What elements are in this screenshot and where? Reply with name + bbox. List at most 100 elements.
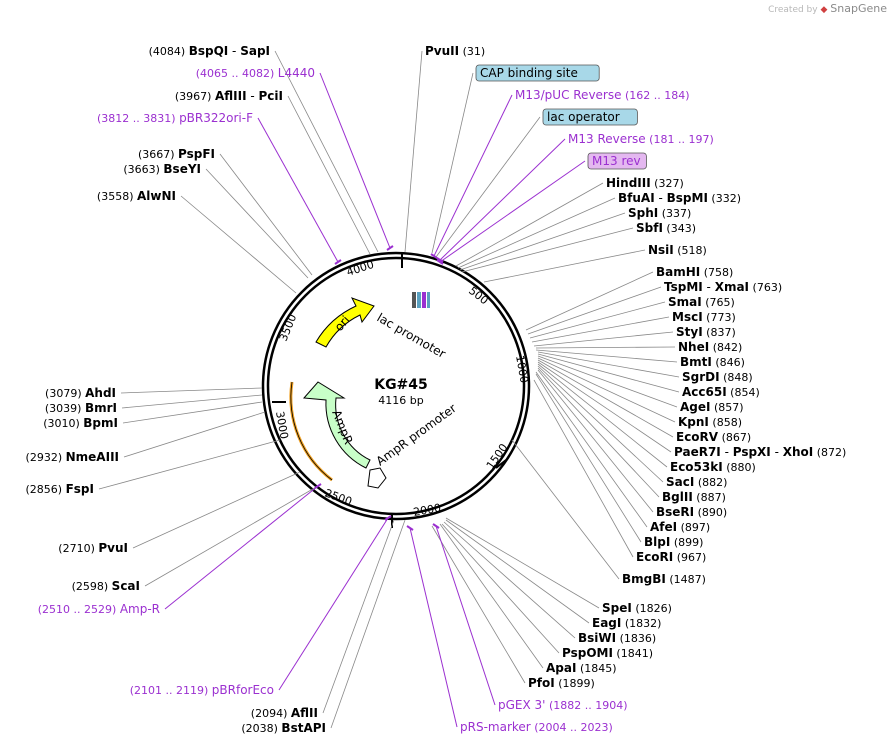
site-label-right[interactable]: AgeI (857) bbox=[680, 400, 744, 414]
site-position: (3812 .. 3831) bbox=[97, 112, 179, 125]
site-label-right[interactable]: pGEX 3' (1882 .. 1904) bbox=[498, 698, 628, 712]
site-name: BsiWI bbox=[578, 631, 616, 645]
leader-line bbox=[455, 182, 604, 267]
snapgene-logo-icon: ◆ bbox=[820, 5, 828, 15]
leader-line bbox=[404, 50, 423, 253]
site-label-right[interactable]: PaeR7I - PspXI - XhoI (872) bbox=[674, 445, 846, 459]
site-label-left[interactable]: (2932) NmeAIII bbox=[26, 450, 119, 464]
leader-line bbox=[537, 365, 664, 483]
site-label-right[interactable]: M13 rev bbox=[592, 154, 641, 168]
site-label-right[interactable]: EcoRV (867) bbox=[676, 430, 751, 444]
site-label-right[interactable]: TspMI - XmaI (763) bbox=[664, 280, 782, 294]
site-name: PspOMI bbox=[562, 646, 613, 660]
left-label-column: (4084) BspQI - SapI (4065 .. 4082) L4440 (… bbox=[26, 44, 326, 735]
site-label-left[interactable]: (3812 .. 3831) pBR322ori-F bbox=[97, 111, 253, 125]
site-label-right[interactable]: StyI (837) bbox=[676, 325, 736, 339]
site-label-right[interactable]: M13/pUC Reverse (162 .. 184) bbox=[515, 88, 690, 102]
leader-line bbox=[535, 371, 648, 528]
site-label-left[interactable]: (2856) FspI bbox=[26, 482, 94, 496]
site-label-right[interactable]: BfuAI - BspMI (332) bbox=[618, 191, 741, 205]
site-position: (2856) bbox=[26, 483, 66, 496]
site-label-right[interactable]: SphI (337) bbox=[628, 206, 691, 220]
site-label-right[interactable]: NheI (842) bbox=[678, 340, 742, 354]
site-label-right[interactable]: EcoRI (967) bbox=[636, 550, 706, 564]
leader-line bbox=[537, 363, 668, 468]
site-label-left[interactable]: (2710) PvuI bbox=[58, 541, 128, 555]
site-label-right[interactable]: CAP binding site bbox=[480, 66, 578, 80]
site-label-right[interactable]: AfeI (897) bbox=[650, 520, 710, 534]
site-label-right[interactable]: lac operator bbox=[547, 110, 620, 124]
site-label-right[interactable]: SbfI (343) bbox=[636, 221, 696, 235]
leader-line bbox=[441, 523, 560, 654]
leader-line bbox=[525, 271, 654, 331]
site-label-right[interactable]: BamHI (758) bbox=[656, 265, 733, 279]
site-label-left[interactable]: (2094) AflII bbox=[251, 706, 318, 720]
site-label-left[interactable]: (3558) AlwNI bbox=[97, 189, 176, 203]
site-label-left[interactable]: (3010) BpmI bbox=[43, 416, 118, 430]
leader-line bbox=[219, 153, 313, 276]
site-label-right[interactable]: PfoI (1899) bbox=[528, 676, 595, 690]
site-label-right[interactable]: KpnI (858) bbox=[678, 415, 742, 429]
site-label-right[interactable]: BlpI (899) bbox=[644, 535, 703, 549]
leader-line bbox=[257, 117, 339, 263]
leader-line bbox=[120, 387, 263, 394]
site-position: (2101 .. 2119) bbox=[130, 684, 212, 697]
site-label-right[interactable]: BseRI (890) bbox=[656, 505, 727, 519]
site-label-left[interactable]: (3967) AflIII - PciI bbox=[175, 89, 283, 103]
site-label-right[interactable]: Acc65I (854) bbox=[682, 385, 760, 399]
site-label-right[interactable]: PspOMI (1841) bbox=[562, 646, 653, 660]
site-label-right[interactable]: MscI (773) bbox=[672, 310, 736, 324]
site-label-right[interactable]: ApaI (1845) bbox=[546, 661, 617, 675]
site-label-left[interactable]: (4084) BspQI - SapI bbox=[149, 44, 270, 58]
site-label-left[interactable]: (2598) ScaI bbox=[72, 579, 140, 593]
site-label-right[interactable]: SgrDI (848) bbox=[682, 370, 753, 384]
site-position: (882) bbox=[694, 476, 727, 489]
site-label-right[interactable]: Eco53kI (880) bbox=[670, 460, 756, 474]
site-position: (858) bbox=[709, 416, 742, 429]
site-label-left[interactable]: (3039) BmrI bbox=[45, 401, 117, 415]
site-label-left[interactable]: (2101 .. 2119) pBRforEco bbox=[130, 683, 274, 697]
site-label-left[interactable]: (4065 .. 4082) L4440 bbox=[196, 66, 315, 80]
ampr-promoter-arrow[interactable] bbox=[367, 467, 387, 489]
ampr-feature-arrow[interactable] bbox=[302, 381, 371, 469]
label-leader-lines bbox=[98, 50, 680, 729]
site-name: BmtI bbox=[680, 355, 712, 369]
site-name: BstAPI bbox=[281, 721, 326, 735]
leader-line bbox=[180, 195, 297, 294]
ori-feature-arrow[interactable] bbox=[315, 297, 375, 348]
ampr-primer-arc-inner bbox=[290, 381, 333, 481]
site-label-right[interactable]: pRS-marker (2004 .. 2023) bbox=[460, 720, 613, 734]
site-label-right[interactable]: EagI (1832) bbox=[592, 616, 661, 630]
site-name: SphI bbox=[628, 206, 658, 220]
site-label-left[interactable]: (3663) BseYI bbox=[123, 162, 201, 176]
leader-line bbox=[537, 353, 680, 393]
site-label-left[interactable]: (2510 .. 2529) Amp-R bbox=[38, 602, 160, 616]
site-label-right[interactable]: BmgBI (1487) bbox=[622, 572, 706, 586]
primer-binding-mark bbox=[314, 483, 322, 489]
site-label-right[interactable]: SacI (882) bbox=[666, 475, 727, 489]
leader-line bbox=[205, 168, 309, 279]
site-label-right[interactable]: BglII (887) bbox=[662, 490, 726, 504]
site-label-right[interactable]: SmaI (765) bbox=[668, 295, 735, 309]
site-position: (773) bbox=[703, 311, 736, 324]
site-label-right[interactable]: BsiWI (1836) bbox=[578, 631, 656, 645]
site-separator: - bbox=[721, 445, 733, 459]
site-label-right[interactable]: PvuII (31) bbox=[425, 44, 485, 58]
leader-line bbox=[531, 316, 670, 343]
site-label-right[interactable]: M13 Reverse (181 .. 197) bbox=[568, 132, 714, 146]
leader-line bbox=[483, 249, 646, 283]
site-label-right[interactable]: BmtI (846) bbox=[680, 355, 745, 369]
site-position: (3010) bbox=[43, 417, 83, 430]
site-label-left[interactable]: (3079) AhdI bbox=[45, 386, 116, 400]
site-label-right[interactable]: SpeI (1826) bbox=[602, 601, 672, 615]
created-by-credit: Created by ◆ SnapGene bbox=[768, 2, 887, 15]
leader-line bbox=[537, 367, 660, 498]
site-name: Acc65I bbox=[682, 385, 727, 399]
site-label-left[interactable]: (2038) BstAPI bbox=[241, 721, 326, 735]
site-label-right[interactable]: NsiI (518) bbox=[648, 243, 707, 257]
lac-promoter-marker[interactable] bbox=[412, 292, 430, 308]
tick-label-3500: 3500 bbox=[277, 312, 300, 343]
site-label-right[interactable]: HindIII (327) bbox=[606, 176, 684, 190]
site-label-left[interactable]: (3667) PspFI bbox=[138, 147, 215, 161]
